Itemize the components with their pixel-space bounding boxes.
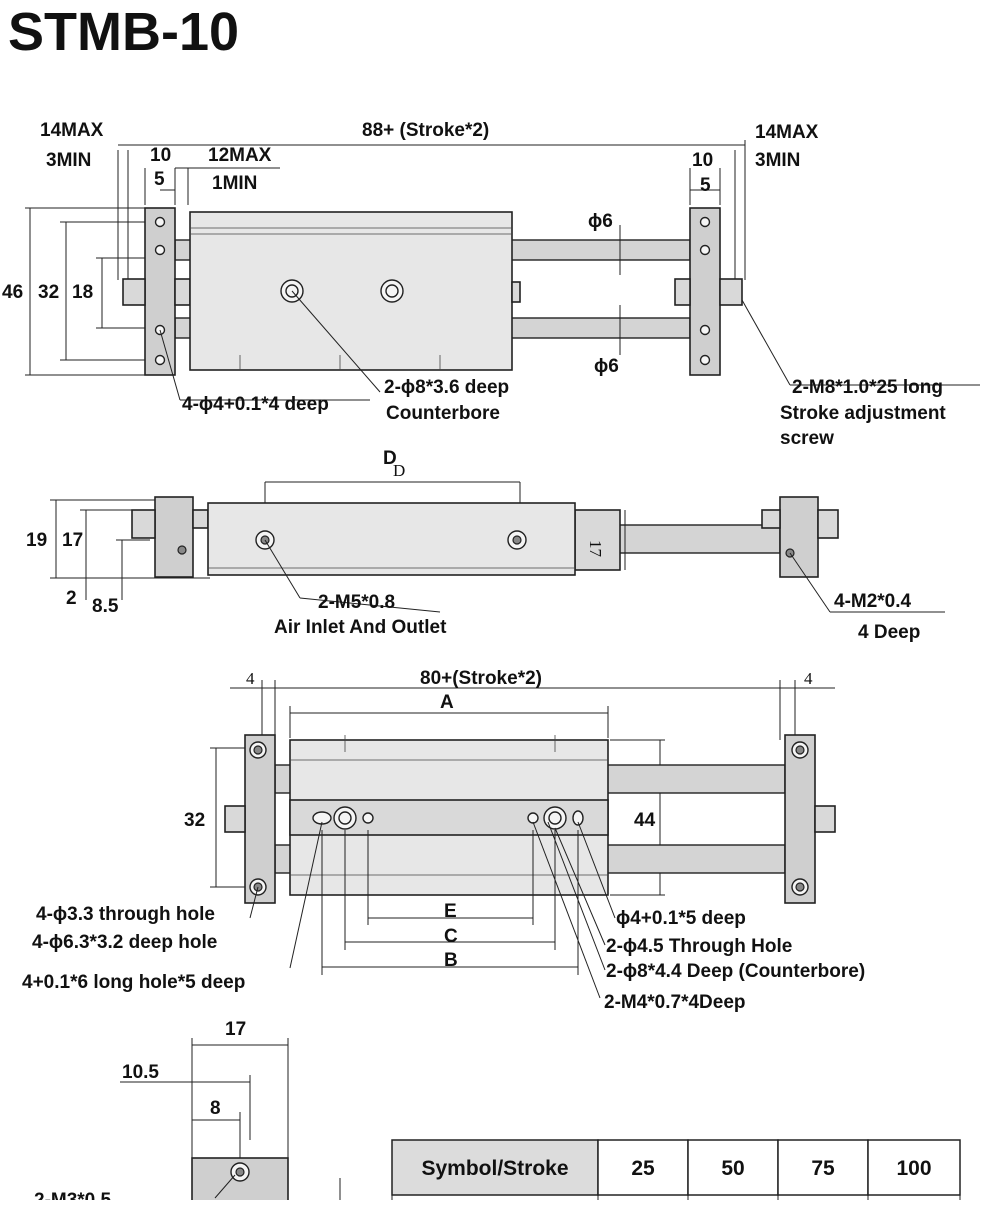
top-height-18: 18 [72,282,93,303]
top-rod-dia-top: ϕ6 [588,211,613,232]
top-right-10: 10 [692,150,713,171]
side-note-air-2: Air Inlet And Outlet [274,617,447,638]
top-height-46: 46 [2,282,23,303]
table-stroke-50: 50 [721,1157,744,1180]
top-right-5: 5 [700,175,711,196]
side-height-8-5: 8.5 [92,596,119,617]
bottom-note-r1: ϕ4+0.1*5 deep [616,908,746,929]
side-height-2: 2 [66,588,77,609]
top-length: 88+ (Stroke*2) [362,120,489,141]
top-mid-max: 12MAX [208,145,272,166]
side-height-17: 17 [62,530,83,551]
top-rod-dia-bottom: ϕ6 [594,356,619,377]
bottom-b-label: B [444,950,458,971]
top-view: 14MAX 3MIN 10 5 12MAX 1MIN 88+ (Stroke*2… [2,120,980,449]
bottom-e-label: E [444,901,457,922]
side-height-17-right: 17 [586,540,605,558]
bottom-note-through-1: 4-ϕ3.3 through hole [36,904,215,925]
side-height-19: 19 [26,530,47,551]
top-note-holes: 4-ϕ4+0.1*4 deep [182,394,329,415]
bottom-a-label: A [440,692,454,713]
table-header-symbol-stroke: Symbol/Stroke [421,1157,568,1180]
side-note-air-1: 2-M5*0.8 [318,592,395,613]
top-left-5: 5 [154,169,165,190]
top-note-counterbore-2: Counterbore [386,403,500,424]
table-stroke-100: 100 [896,1157,931,1180]
side-d-label: D [383,448,397,469]
top-mid-min: 1MIN [212,173,257,194]
top-right-min: 3MIN [755,150,800,171]
page-title: STMB-10 [8,2,239,62]
bottom-note-through-2: 4-ϕ6.3*3.2 deep hole [32,932,217,953]
end-width-17: 17 [225,1019,246,1040]
bottom-c-label: C [444,926,458,947]
side-note-m2-1: 4-M2*0.4 [834,591,912,612]
end-width-8: 8 [210,1098,221,1119]
top-note-screw-2: Stroke adjustment [780,403,946,424]
bottom-left-4: 4 [246,669,255,688]
bottom-note-r3: 2-ϕ8*4.4 Deep (Counterbore) [606,961,865,982]
top-note-counterbore-1: 2-ϕ8*3.6 deep [384,377,509,398]
top-height-32: 32 [38,282,59,303]
table-stroke-25: 25 [631,1157,655,1180]
end-cut-label: 2-M3*0.5 [34,1190,112,1200]
bottom-note-long: 4+0.1*6 long hole*5 deep [22,972,245,993]
end-width-10-5: 10.5 [122,1062,159,1083]
bottom-height-44: 44 [634,810,656,831]
side-view: D D 19 17 2 8.5 17 2-M5*0.8 Air Inlet An… [26,448,945,643]
side-note-m2-2: 4 Deep [858,622,920,643]
side-d-label-serif: D [393,461,405,480]
table-stroke-75: 75 [811,1157,835,1180]
top-right-max: 14MAX [755,122,819,143]
top-left-max: 14MAX [40,120,104,141]
bottom-length: 80+(Stroke*2) [420,668,542,689]
bottom-height-32: 32 [184,810,205,831]
top-left-10: 10 [150,145,171,166]
bottom-note-r2: 2-ϕ4.5 Through Hole [606,936,792,957]
top-note-screw-3: screw [780,428,834,449]
end-view: 17 10.5 8 2-M3*0.5 [34,1019,341,1205]
top-left-min: 3MIN [46,150,91,171]
bottom-note-r4: 2-M4*0.7*4Deep [604,992,746,1013]
stroke-table: Symbol/Stroke 25 50 75 100 [391,1139,961,1200]
bottom-view: 4 4 80+(Stroke*2) A 32 44 E C B 4-ϕ3.3 t… [22,668,865,1013]
bottom-right-4: 4 [804,669,813,688]
top-note-screw-1: 2-M8*1.0*25 long [792,377,943,398]
